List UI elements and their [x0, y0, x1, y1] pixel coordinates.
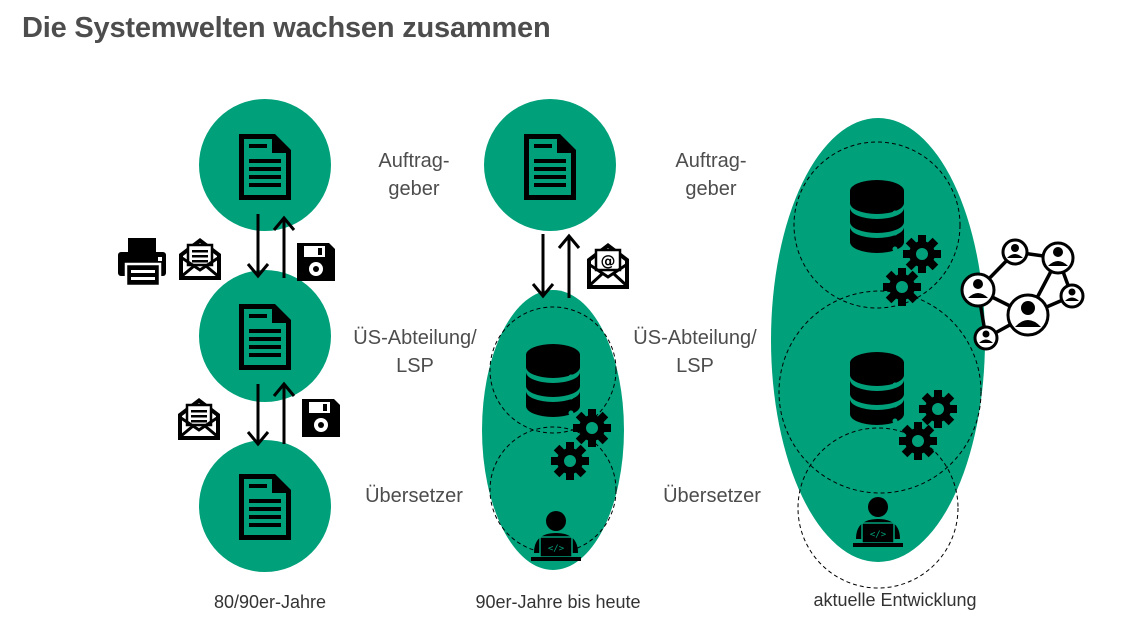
floppy-disk-icon — [302, 399, 340, 437]
document-icon — [239, 304, 291, 370]
client-label: Auftrag- geber — [358, 147, 470, 203]
column-80-90er — [116, 99, 340, 572]
combined-system-ellipse — [482, 290, 624, 570]
label-line: LSP — [396, 355, 434, 377]
gear-icon — [919, 390, 957, 428]
label-line: geber — [388, 178, 440, 200]
client-label: Auftrag- geber — [655, 147, 767, 203]
document-icon — [524, 134, 576, 200]
era-caption: aktuelle Entwicklung — [813, 590, 977, 610]
envelope-icon — [177, 236, 223, 282]
department-zone — [489, 306, 617, 434]
envelope-icon — [176, 396, 222, 442]
era-caption: 90er-Jahre bis heute — [475, 592, 641, 612]
department-zone — [778, 290, 982, 494]
gear-icon — [573, 409, 611, 447]
label-line: LSP — [676, 355, 714, 377]
email-at-icon: @ — [587, 243, 629, 289]
column-90er-bis-heute: @ — [482, 99, 629, 570]
arrow-down-icon — [246, 214, 270, 447]
department-label: ÜS-Abteilung/ LSP — [620, 324, 770, 380]
label-line: ÜS-Abteilung/ — [353, 327, 477, 349]
arrow-up-icon — [557, 233, 581, 298]
translator-label: Übersetzer — [650, 482, 774, 510]
gear-icon — [551, 442, 589, 480]
document-icon — [239, 474, 291, 540]
floppy-disk-icon — [297, 243, 335, 281]
column-aktuelle-entwicklung — [771, 118, 1085, 589]
department-label: ÜS-Abteilung/ LSP — [340, 324, 490, 380]
gear-icon — [903, 235, 941, 273]
client-zone — [793, 141, 961, 309]
era-caption: 80/90er-Jahre — [213, 592, 327, 612]
page-title: Die Systemwelten wachsen zusammen — [22, 12, 551, 44]
arrow-up-icon — [272, 215, 296, 444]
label-line: geber — [685, 178, 737, 200]
gear-icon — [899, 422, 937, 460]
network-icon — [960, 238, 1085, 351]
arrow-down-icon — [531, 234, 555, 299]
gear-icon — [883, 268, 921, 306]
printer-icon — [116, 236, 168, 288]
label-line: Auftrag- — [675, 150, 747, 172]
label-line: Übersetzer — [663, 485, 761, 507]
label-line: Auftrag- — [378, 150, 450, 172]
document-icon — [239, 134, 291, 200]
translator-zone — [797, 427, 959, 589]
label-line: ÜS-Abteilung/ — [633, 327, 757, 349]
translator-label: Übersetzer — [352, 482, 476, 510]
svg-text:@: @ — [601, 252, 616, 270]
label-line: Übersetzer — [365, 485, 463, 507]
